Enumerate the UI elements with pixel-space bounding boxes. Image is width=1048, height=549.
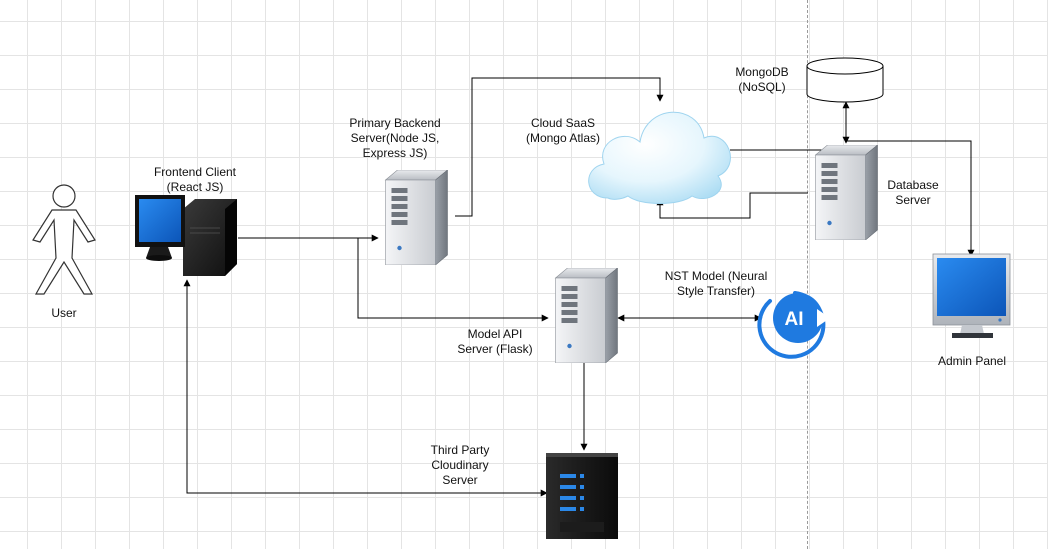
- desktop-computer-icon: [135, 195, 237, 276]
- cloud-label-line2: (Mongo Atlas): [525, 131, 601, 145]
- nst-label-line2: Style Transfer): [676, 284, 756, 298]
- database-to-admin-connector: [846, 140, 975, 257]
- cloudinary-frontend-connector: [183, 279, 548, 497]
- database-to-cloud-connector: [656, 192, 808, 219]
- nst-label-line1: NST Model (Neural: [664, 269, 768, 283]
- ai-badge-text: AI: [785, 309, 804, 330]
- rack-server-icon: [546, 453, 618, 539]
- cloud-icon: [588, 111, 731, 204]
- page-break-line: [807, 0, 808, 549]
- cloudinary-label-line2: Cloudinary: [431, 458, 489, 472]
- user-label: User: [51, 306, 77, 320]
- server-tower-icon: [554, 268, 619, 363]
- modelapi-label-line1: Model API: [467, 327, 523, 341]
- backend-label-line1: Primary Backend: [349, 116, 441, 130]
- mongodb-label-line1: MongoDB: [735, 65, 789, 79]
- backend-label-line3: Express JS): [362, 146, 428, 160]
- server-tower-icon: [384, 170, 449, 265]
- backend-label-line2: Server(Node JS,: [350, 131, 440, 145]
- database-cylinder-icon: [806, 57, 884, 103]
- modelapi-label-line2: Server (Flask): [457, 342, 533, 356]
- database-label-line2: Server: [895, 193, 931, 207]
- stick-figure-icon: [32, 184, 96, 295]
- cloud-label-line1: Cloud SaaS: [530, 116, 596, 130]
- monitor-icon: [932, 253, 1011, 338]
- mongodb-label-line2: (NoSQL): [738, 80, 786, 94]
- database-label-line1: Database: [887, 178, 939, 192]
- frontend-label-line1: Frontend Client: [153, 165, 237, 179]
- cloudinary-label-line1: Third Party: [430, 443, 490, 457]
- ai-icon: AI: [757, 291, 830, 359]
- backend-to-cloud-connector: [455, 77, 664, 217]
- admin-label: Admin Panel: [937, 354, 1007, 368]
- frontend-label-line2: (React JS): [166, 180, 224, 194]
- cloudinary-label-line3: Server: [442, 473, 478, 487]
- server-tower-icon: [814, 145, 879, 240]
